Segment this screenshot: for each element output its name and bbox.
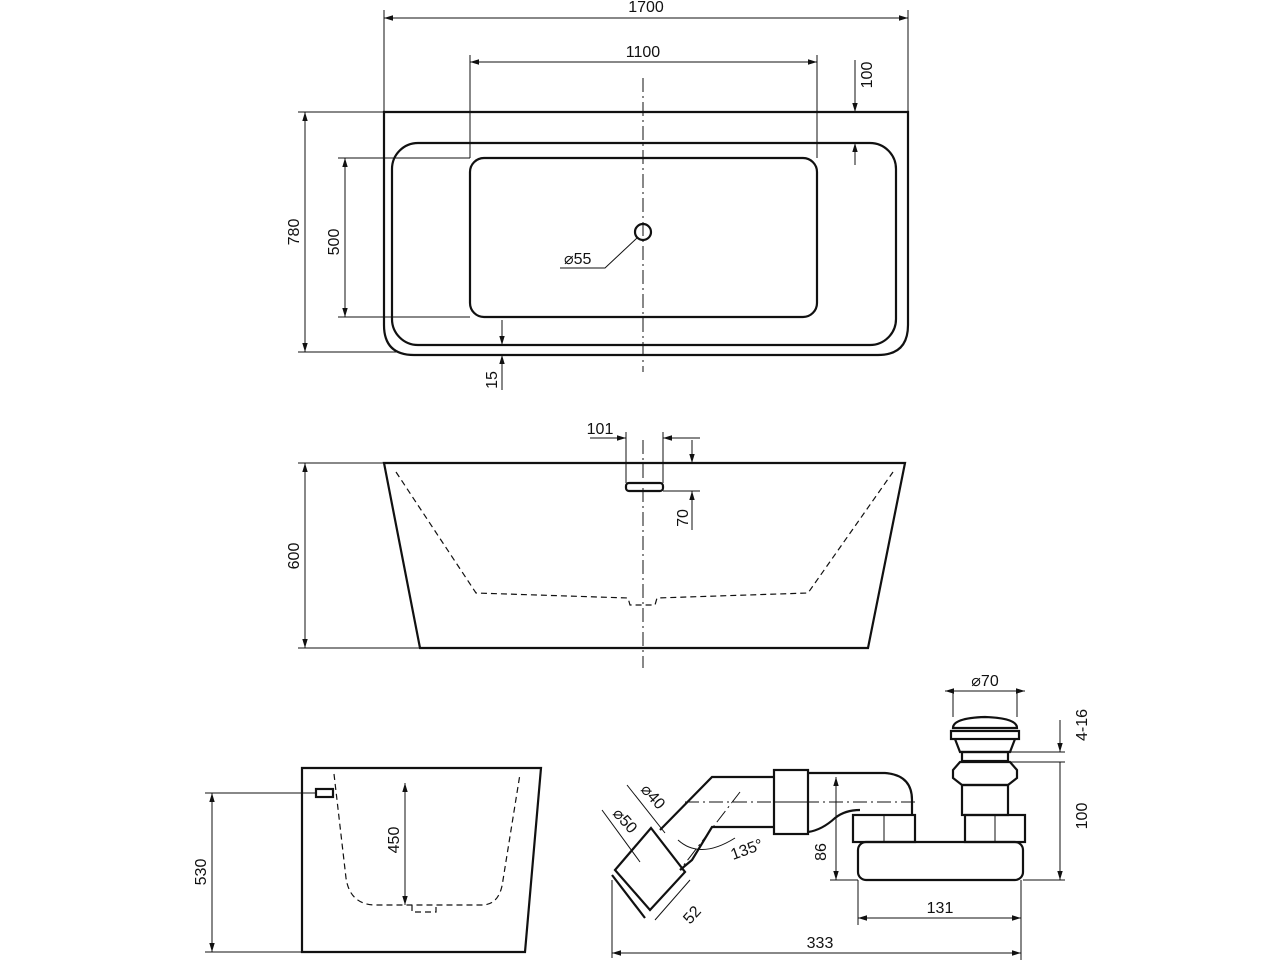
dim-overflow-offset: 101 [587, 421, 614, 438]
dim-height: 600 [286, 543, 303, 570]
dim-plug-height: 100 [1074, 803, 1091, 830]
dim-rim: 100 [859, 62, 876, 89]
dim-angle: 135° [729, 836, 766, 863]
dim-pipe-40: ⌀40 [637, 781, 668, 813]
dim-inner-depth: 450 [386, 827, 403, 854]
front-view: 101 70 600 [286, 421, 907, 668]
dim-pipe-50: ⌀50 [609, 805, 640, 837]
dim-overflow-depth: 70 [675, 509, 692, 527]
drain-kit: ⌀70 4-16 100 86 131 333 ⌀40 ⌀50 135° 52 [601, 673, 1091, 960]
dim-wall: 15 [484, 371, 501, 389]
dim-plug-diameter: ⌀70 [971, 673, 999, 690]
dim-inner-width: 500 [326, 229, 343, 256]
end-view: 530 450 [193, 766, 543, 954]
dim-end-height: 530 [193, 859, 210, 886]
dim-trap-width: 131 [927, 900, 954, 917]
top-view: 1700 1100 100 780 500 ⌀55 15 [286, 0, 910, 390]
dim-trap-height: 86 [813, 843, 830, 861]
dim-outlet-length: 52 [680, 903, 705, 928]
dim-drain-diameter: ⌀55 [564, 251, 592, 268]
dim-width: 780 [286, 219, 303, 246]
dim-length: 1700 [628, 0, 664, 16]
dim-plug-lift: 4-16 [1074, 709, 1091, 741]
dim-total-length: 333 [807, 935, 834, 952]
dim-inner-length: 1100 [626, 44, 661, 61]
